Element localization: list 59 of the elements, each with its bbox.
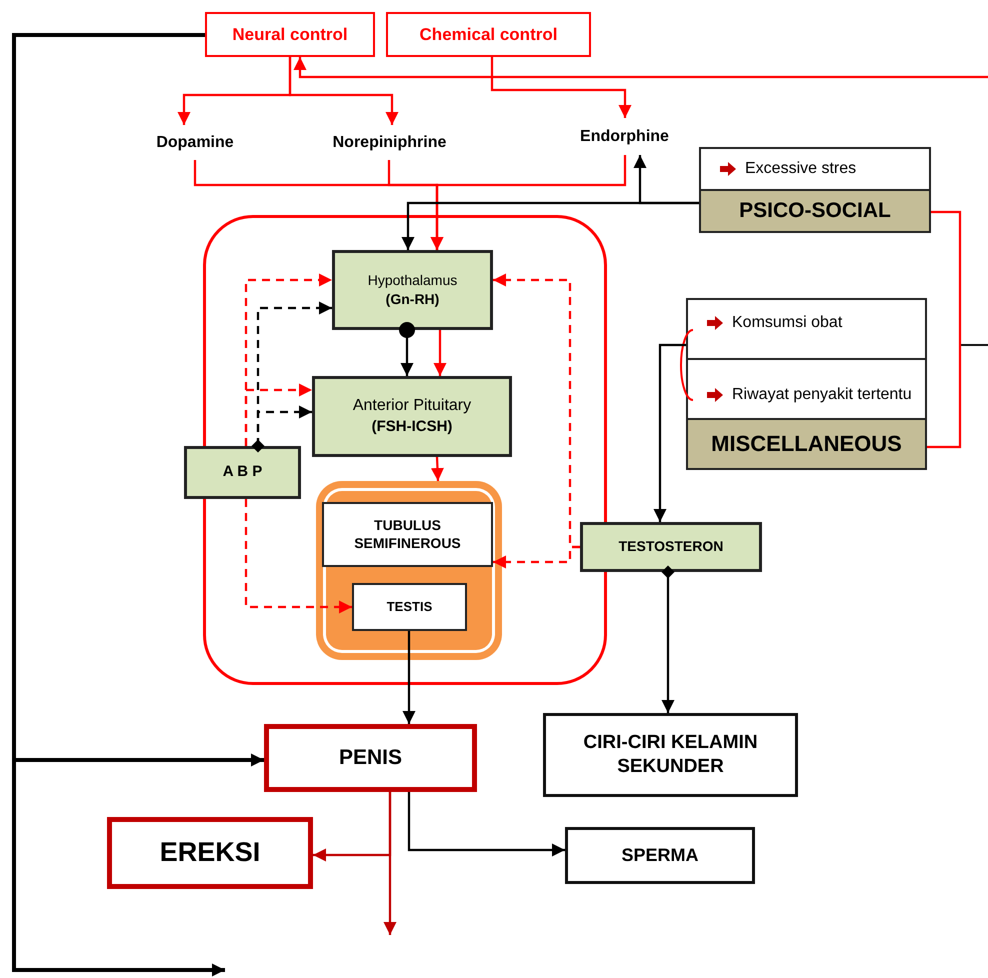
box-label: (Gn-RH) (386, 291, 440, 308)
section-header: PSICO-SOCIAL (701, 189, 929, 231)
process-box (107, 817, 313, 889)
box-label: (FSH-ICSH) (372, 418, 452, 437)
dashed-arrow (244, 384, 312, 446)
rounded-frame (316, 481, 502, 660)
arrow (490, 57, 632, 118)
control-box (205, 12, 375, 57)
process-box (352, 583, 467, 631)
box-label: A B P (222, 463, 262, 482)
arrow (654, 344, 686, 522)
process-box (332, 250, 493, 330)
box-label: SPERMA (621, 844, 698, 867)
box-label: CIRI-CIRI KELAMIN SEKUNDER (582, 731, 759, 779)
section-header: MISCELLANEOUS (688, 418, 925, 468)
node-label: Endorphine (580, 126, 669, 146)
list-item: Komsumsi obat (732, 312, 842, 333)
arrow (408, 792, 565, 856)
dashed-arrow (493, 546, 580, 568)
node-label: Norepiniphrine (332, 132, 446, 152)
process-box (322, 502, 493, 567)
arrow (634, 155, 699, 204)
control-box (386, 12, 591, 57)
arrow (12, 33, 225, 976)
arrow (402, 631, 416, 724)
arrow (434, 330, 446, 376)
box-label: PENIS (338, 744, 402, 771)
box-label: Anterior Pituitary (352, 396, 472, 416)
box-label: TESTOSTERON (618, 538, 724, 556)
arrow (399, 322, 415, 376)
process-box (264, 724, 477, 792)
connector-line (927, 345, 962, 448)
box-label: Hypothalamus (368, 272, 458, 289)
process-box (543, 713, 798, 797)
box-label: EREKSI (160, 836, 260, 870)
factor-panel (686, 298, 927, 470)
box-label: TUBULUS SEMIFINEROUS (353, 517, 462, 552)
node-label: Dopamine (156, 132, 234, 152)
box-label: Chemical control (420, 24, 558, 46)
process-box (565, 827, 755, 884)
arrow (662, 566, 674, 713)
box-label: TESTIS (386, 598, 432, 616)
list-item: Excessive stres (745, 159, 856, 179)
factor-panel (699, 147, 931, 233)
dashed-arrow (252, 302, 332, 452)
dashed-arrow (244, 499, 352, 614)
connector-line (931, 210, 962, 345)
arrow (384, 792, 396, 935)
arrow (294, 57, 988, 78)
list-item: Riwayat penyakit tertentu (732, 385, 912, 406)
process-box (184, 446, 301, 499)
arrow (430, 155, 626, 250)
dashed-arrow (256, 406, 312, 446)
arrow (288, 57, 398, 125)
arrow (430, 456, 444, 482)
process-box (580, 522, 762, 572)
box-label: Neural control (232, 24, 348, 46)
process-box (312, 376, 512, 457)
region-outline (203, 215, 607, 685)
